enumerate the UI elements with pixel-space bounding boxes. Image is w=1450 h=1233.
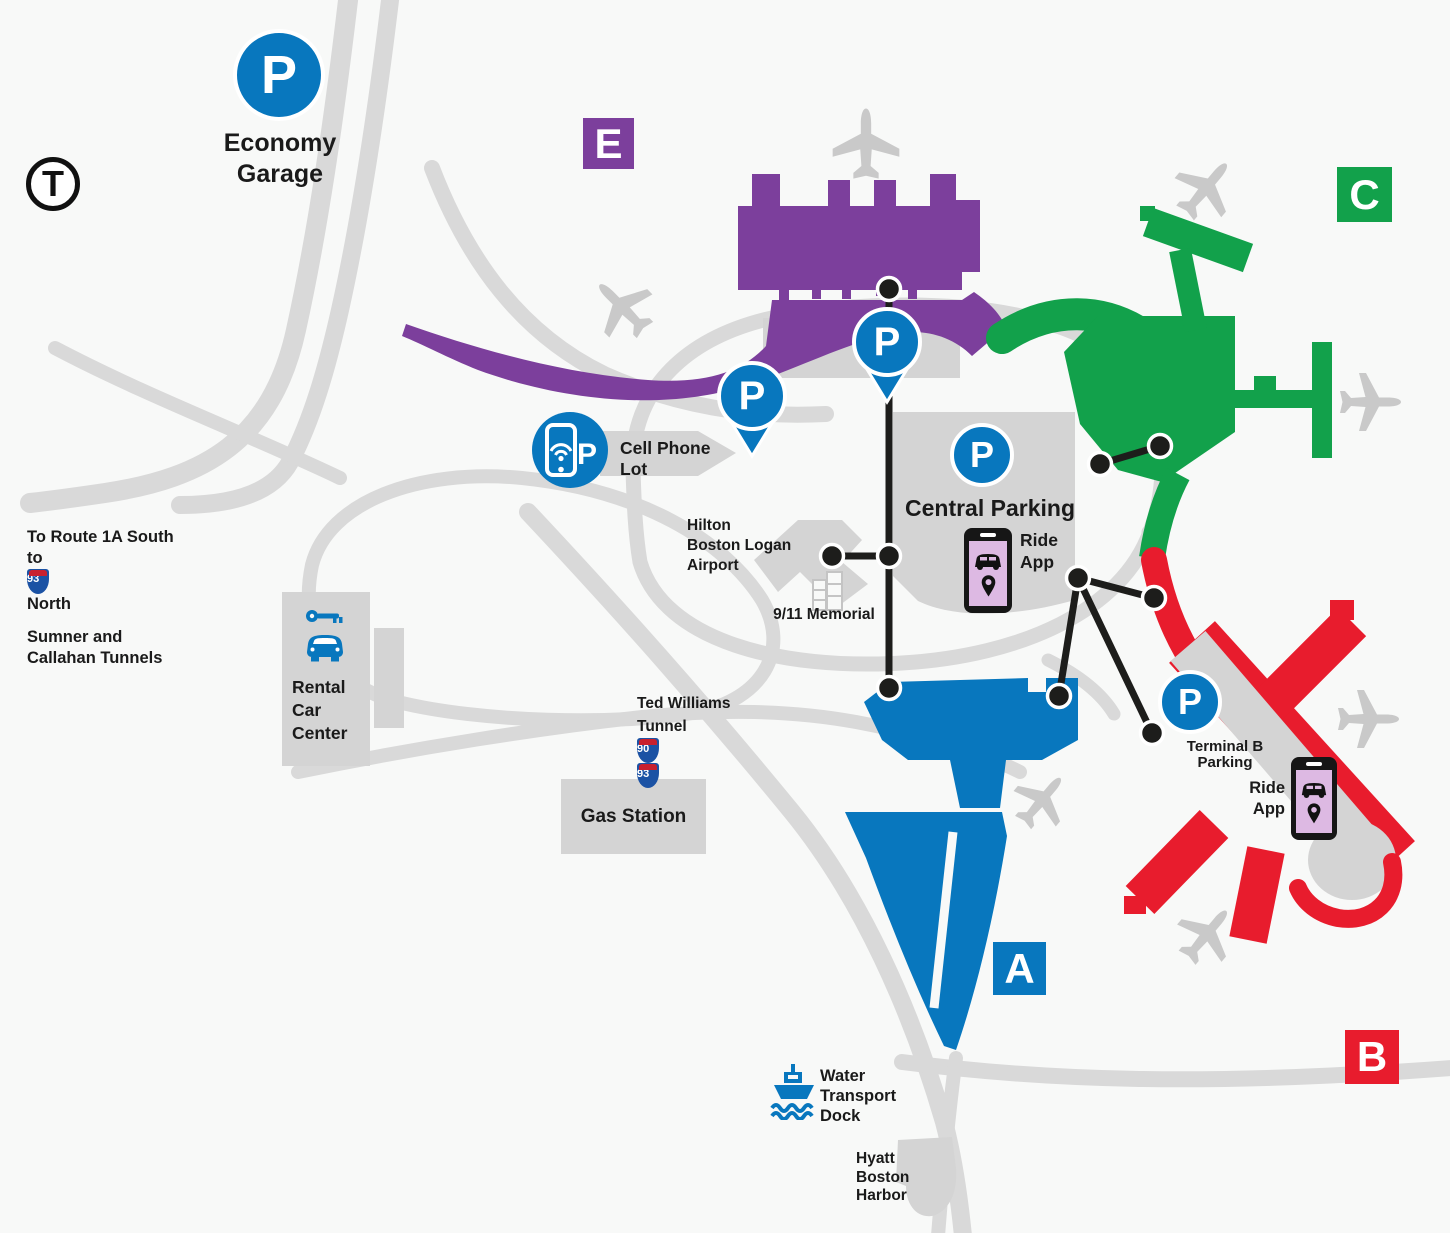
terminal-c-shape[interactable]: [986, 206, 1332, 560]
terminal-b-parking-label: Terminal B Parking: [1186, 738, 1264, 771]
water-dock-label: Water Transport Dock: [820, 1067, 897, 1125]
terminal-e-badge[interactable]: E: [583, 118, 634, 169]
location-pin-icon: [981, 574, 995, 597]
phone-notch: [980, 533, 996, 537]
location-pin-icon: [1307, 802, 1321, 823]
road-ring-to-a: [1041, 653, 1121, 721]
rental-car-marker[interactable]: [303, 604, 347, 671]
memorial-label: 9/11 Memorial: [773, 606, 875, 623]
cell-phone-lot-area: [600, 431, 736, 476]
gas-station-label: Gas Station: [580, 806, 687, 827]
airplane-icon: [578, 263, 667, 352]
boat-icon: [770, 1064, 814, 1121]
ride-app-icon-terminal-b[interactable]: [1291, 757, 1337, 840]
ted-williams-label: Ted Williams Tunnel 90 93: [637, 692, 730, 788]
svg-text:P: P: [577, 438, 597, 471]
car-icon: [1301, 782, 1327, 798]
ride-app-icon-central[interactable]: [964, 528, 1012, 613]
p-letter: P: [260, 45, 298, 105]
road-west-diagonal: [48, 341, 347, 485]
rental-car-annex: [374, 628, 404, 728]
i93-shield-icon: 93: [637, 763, 659, 788]
terminal-a-badge[interactable]: A: [993, 942, 1046, 995]
cell-phone-lot-label: Cell Phone Lot: [620, 438, 711, 479]
hilton-label: Hilton Boston Logan Airport: [687, 517, 792, 574]
cell-phone-lot-marker[interactable]: P: [532, 412, 608, 493]
t-logo-letter: T: [42, 163, 64, 204]
road-route1a-main: [20, 0, 359, 513]
memorial-icon: [812, 571, 843, 611]
buildings: [282, 318, 1075, 1217]
ride-app-label-central: Ride App: [1020, 530, 1058, 572]
economy-garage-parking-marker[interactable]: P: [233, 29, 325, 121]
hyatt-label: Hyatt Boston Harbor: [856, 1150, 910, 1204]
rental-car-label: Rental Car Center: [292, 677, 348, 743]
central-parking-marker[interactable]: P: [950, 423, 1014, 487]
airplane-icon: [1340, 373, 1401, 431]
airplane-icon: [1338, 690, 1399, 748]
phone-notch: [1306, 762, 1322, 766]
central-parking-garage: [893, 412, 1075, 614]
terminal-a-shape[interactable]: [845, 678, 1078, 1050]
i93-shield-icon: 93: [27, 569, 49, 594]
hyatt-building: [896, 1137, 957, 1217]
cell-phone-lot-icon: P: [532, 412, 608, 488]
rental-car-icon: [306, 610, 343, 662]
airplane-icon: [832, 108, 900, 179]
terminal-b-parking-marker[interactable]: P: [1158, 670, 1222, 734]
economy-garage-label: Economy Garage: [223, 129, 337, 188]
parking-pin-east[interactable]: P: [852, 307, 922, 377]
terminal-c-badge[interactable]: C: [1337, 167, 1392, 222]
parking-pin-west[interactable]: P: [717, 361, 787, 431]
ride-app-label-terminal-b: Ride App: [1249, 779, 1285, 818]
rental-car-building: [282, 592, 370, 766]
terminal-b-badge[interactable]: B: [1345, 1030, 1399, 1084]
phone-screen: [969, 541, 1007, 606]
route-1a-note: To Route 1A South to 93 North Sumner and…: [27, 528, 174, 667]
phone-screen: [1296, 770, 1332, 833]
water-dock-marker[interactable]: [770, 1062, 818, 1125]
car-icon: [975, 553, 1001, 570]
walkway-connectors: [818, 275, 1174, 747]
central-parking-label: Central Parking: [905, 495, 1075, 521]
i90-shield-icon: 90: [637, 738, 659, 763]
mbta-station-marker[interactable]: T: [26, 157, 80, 211]
gas-station-area: [561, 779, 706, 854]
road-route1a-strand: [171, 0, 400, 514]
